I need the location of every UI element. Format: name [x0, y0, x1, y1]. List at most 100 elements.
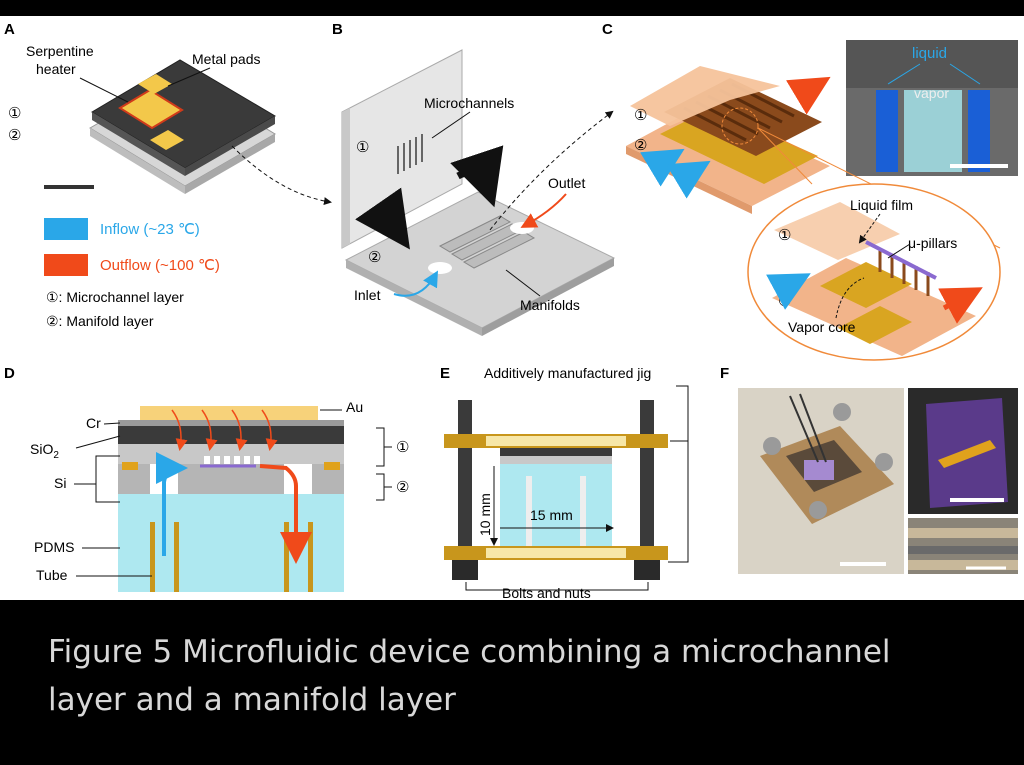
sem-liquid-left — [876, 90, 898, 172]
bolts-bracket — [465, 582, 649, 591]
microchannel-lines — [397, 134, 423, 174]
d-pad-left — [122, 462, 138, 470]
sio2-leader — [75, 435, 121, 449]
zoom-circle2: ② — [778, 293, 791, 310]
inflow-swatch — [44, 218, 88, 240]
d-tube-right-2 — [308, 522, 313, 592]
chip-top-side — [92, 112, 185, 176]
d-cr-layer — [118, 420, 344, 426]
dim-10-label: 10 mm — [477, 493, 493, 536]
inlet-arrow — [393, 270, 438, 297]
d-si-top — [118, 444, 344, 464]
panel-b-letter: B — [332, 21, 343, 38]
photo-bolt-4 — [809, 501, 827, 519]
e-nut-right — [634, 560, 660, 580]
microchannels-label: Microchannels — [424, 95, 514, 111]
microchannels-leader — [431, 111, 471, 139]
e-chip-si — [500, 456, 612, 464]
panel-d-circle1: ① — [396, 439, 409, 456]
layer2-bracket — [376, 473, 392, 501]
pdms-label: PDMS — [34, 539, 74, 555]
outlet-label: Outlet — [548, 175, 585, 191]
outflow-swatch — [44, 254, 88, 276]
zoom-pillars — [878, 248, 930, 296]
microchannel-plate-edge — [342, 108, 350, 248]
d-pad-right — [324, 462, 340, 470]
panel-a-circle1: ① — [8, 105, 21, 122]
caption-line-1: Figure 5 Microfluidic device combining a… — [48, 634, 891, 670]
photo-bolt-2 — [833, 403, 851, 421]
panel-f: F — [720, 365, 1018, 574]
sem-vapor-label: vapor — [914, 85, 949, 101]
si-leader — [74, 455, 120, 503]
photo-side-plate-top — [908, 528, 1018, 538]
manifolds-label: Manifolds — [520, 297, 580, 313]
c-inflow-arrow-2 — [665, 160, 711, 199]
sem-liquid-leader-right — [949, 63, 981, 85]
figure-svg: A Serpentine heater Metal pads ① ② Inflo… — [4, 21, 1018, 600]
sem-liquid-right — [968, 90, 990, 172]
photo-side-chip — [908, 546, 1018, 554]
outlet-arrow — [520, 193, 567, 228]
metal-pads-label: Metal pads — [192, 51, 260, 67]
zoom-circle1: ① — [778, 227, 791, 244]
d-outflow-path — [259, 464, 312, 564]
photo-bolt-1 — [763, 437, 781, 455]
panel-e-letter: E — [440, 365, 450, 382]
d-au-layer — [140, 406, 318, 420]
note-manifold-layer: ②: Manifold layer — [46, 313, 154, 329]
chip-top-side2 — [185, 116, 275, 176]
panel-c-circle1: ① — [634, 107, 647, 124]
outflow-label: Outflow (~100 ℃) — [100, 257, 220, 274]
zoom-liquid-film — [865, 240, 937, 280]
serpentine-leader — [79, 77, 129, 103]
sem-liquid-leader-left — [887, 63, 921, 85]
panel-a: A Serpentine heater Metal pads ① ② Inflo… — [4, 21, 332, 329]
manifold-plate-side2 — [482, 258, 614, 336]
panel-f-letter: F — [720, 365, 729, 382]
c-zoom-circle — [721, 107, 759, 145]
zoom-leader-1 — [757, 127, 813, 185]
d-sio2-layer — [118, 426, 344, 444]
cr-label: Cr — [86, 415, 101, 431]
panel-c-circle2: ② — [634, 137, 647, 154]
zoom-base-plate — [772, 258, 976, 356]
dashed-arrow-a-to-b — [231, 145, 332, 205]
e-top-plate-window — [486, 436, 626, 446]
e-tube-left — [526, 476, 532, 546]
dim-15-label: 15 mm — [530, 507, 573, 523]
jig-label: Additively manufactured jig — [484, 365, 651, 381]
d-inflow-path — [155, 452, 188, 556]
vapor-core-label: Vapor core — [788, 319, 856, 335]
serpentine-label-2: heater — [36, 61, 76, 77]
inlet-label: Inlet — [354, 287, 381, 303]
d-heat-arrows — [171, 409, 278, 451]
photo-heater — [938, 440, 996, 468]
caption-line-2: layer and a manifold layer — [48, 682, 456, 718]
pillars-leader — [887, 243, 911, 259]
figure-caption: Figure 5 Microfluidic device combining a… — [48, 628, 988, 724]
manifold-plate-side — [346, 260, 482, 336]
dashed-arrow-b-to-c — [489, 110, 614, 231]
d-tube-left-1 — [150, 522, 155, 592]
metal-pads-leader — [167, 67, 211, 87]
sem-inset-top — [846, 40, 1018, 88]
si-label: Si — [54, 475, 66, 491]
photo-probe-1 — [789, 395, 819, 463]
e-tube-right — [580, 476, 586, 546]
c-outflow-arrow — [785, 76, 831, 115]
fold-arrow-right — [450, 145, 504, 208]
zoom-manifold-lower — [838, 306, 912, 344]
c-top-layer — [630, 66, 780, 126]
metal-pad-top — [138, 74, 172, 94]
e-pdms — [500, 464, 612, 546]
note-microchannel-layer: ①: Microchannel layer — [46, 289, 184, 305]
photo-bolt-3 — [875, 453, 893, 471]
pillars-label: μ-pillars — [908, 235, 957, 251]
photo-side-plate-bottom — [908, 560, 1018, 570]
liquid-film-label: Liquid film — [850, 197, 913, 213]
e-chip — [500, 448, 612, 456]
zoom-inflow-arrow — [766, 273, 811, 310]
outlet-hole — [510, 222, 534, 234]
chip-bottom-side — [90, 128, 185, 194]
